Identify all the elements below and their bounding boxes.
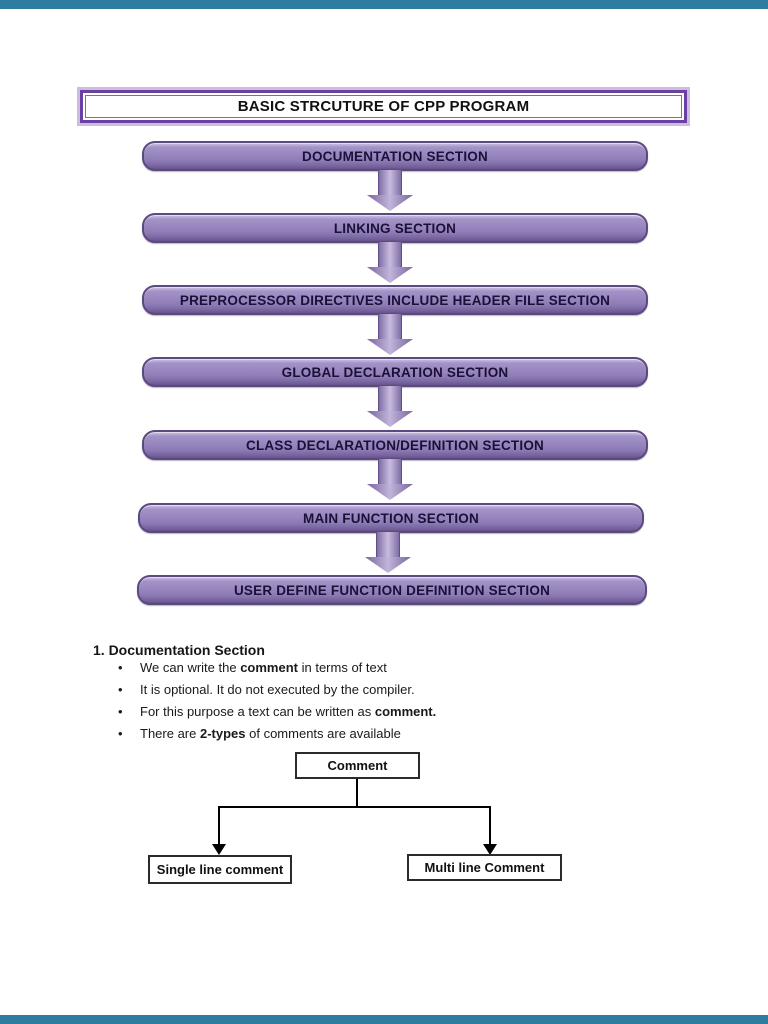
flow-box-label: GLOBAL DECLARATION SECTION [281, 364, 509, 380]
down-block-arrow-icon [367, 242, 413, 283]
bullet-text: of comments are available [245, 726, 401, 741]
flow-box-label: LINKING SECTION [333, 220, 457, 236]
viewer-bottom-edge [0, 1015, 768, 1024]
tree-left-child-box: Single line comment [148, 855, 292, 884]
down-block-arrow-icon [367, 459, 413, 500]
down-arrow-icon [212, 844, 226, 855]
bullet-icon: • [118, 704, 123, 719]
down-block-arrow-icon [367, 170, 413, 211]
bullet-icon: • [118, 660, 123, 675]
bullet-icon: • [118, 726, 123, 741]
bullet-text: We can write the [140, 660, 241, 675]
flow-box-preprocessor: PREPROCESSOR DIRECTIVES INCLUDE HEADER F… [142, 285, 648, 315]
bullet-text-bold: 2-types [199, 726, 246, 741]
bullet-text-bold: comment [240, 660, 298, 675]
tree-connector-vertical [356, 779, 358, 807]
down-block-arrow-icon [367, 386, 413, 427]
bullet-item: • We can write the comment in terms of te… [118, 660, 387, 675]
flow-box-label: CLASS DECLARATION/DEFINITION SECTION [246, 437, 544, 453]
flow-box-label: USER DEFINE FUNCTION DEFINITION SECTION [233, 582, 551, 598]
bullet-text: For this purpose a text can be written a… [140, 704, 375, 719]
flowchart-title-box: BASIC STRCUTURE OF CPP PROGRAM [77, 87, 690, 126]
bullet-text: It is optional. It do not executed by th… [140, 682, 415, 697]
bullet-text: in terms of text [298, 660, 387, 675]
flow-box-user-define-function: USER DEFINE FUNCTION DEFINITION SECTION [137, 575, 647, 605]
down-arrow-icon [483, 844, 497, 855]
down-block-arrow-icon [365, 532, 411, 573]
tree-connector-horizontal [218, 806, 491, 808]
tree-root-box: Comment [295, 752, 420, 779]
bullet-item: • There are 2-types of comments are avail… [118, 726, 401, 741]
flow-box-main-function: MAIN FUNCTION SECTION [138, 503, 644, 533]
tree-connector-left [218, 806, 220, 846]
flow-box-class-declaration: CLASS DECLARATION/DEFINITION SECTION [142, 430, 648, 460]
flow-box-documentation: DOCUMENTATION SECTION [142, 141, 648, 171]
flow-box-linking: LINKING SECTION [142, 213, 648, 243]
title-border: BASIC STRCUTURE OF CPP PROGRAM [80, 90, 687, 123]
tree-left-child-label: Single line comment [156, 862, 284, 877]
title-inner-border: BASIC STRCUTURE OF CPP PROGRAM [85, 95, 682, 118]
flow-box-label: MAIN FUNCTION SECTION [303, 510, 479, 526]
down-block-arrow-icon [367, 314, 413, 355]
viewer-top-edge [0, 0, 768, 9]
bullet-icon: • [118, 682, 123, 697]
tree-right-child-box: Multi line Comment [407, 854, 562, 881]
page-title: BASIC STRCUTURE OF CPP PROGRAM [237, 98, 530, 115]
bullet-text-bold: comment. [374, 704, 437, 719]
flow-box-label: DOCUMENTATION SECTION [302, 148, 488, 164]
bullet-text: There are [140, 726, 200, 741]
tree-root-label: Comment [327, 758, 388, 773]
bullet-item: • It is optional. It do not executed by t… [118, 682, 415, 697]
bullet-item: • For this purpose a text can be written … [118, 704, 436, 719]
flow-box-global-declaration: GLOBAL DECLARATION SECTION [142, 357, 648, 387]
flow-box-label: PREPROCESSOR DIRECTIVES INCLUDE HEADER F… [179, 292, 611, 308]
section-heading: 1. Documentation Section [93, 642, 265, 658]
tree-right-child-label: Multi line Comment [424, 860, 545, 875]
tree-connector-right [489, 806, 491, 846]
